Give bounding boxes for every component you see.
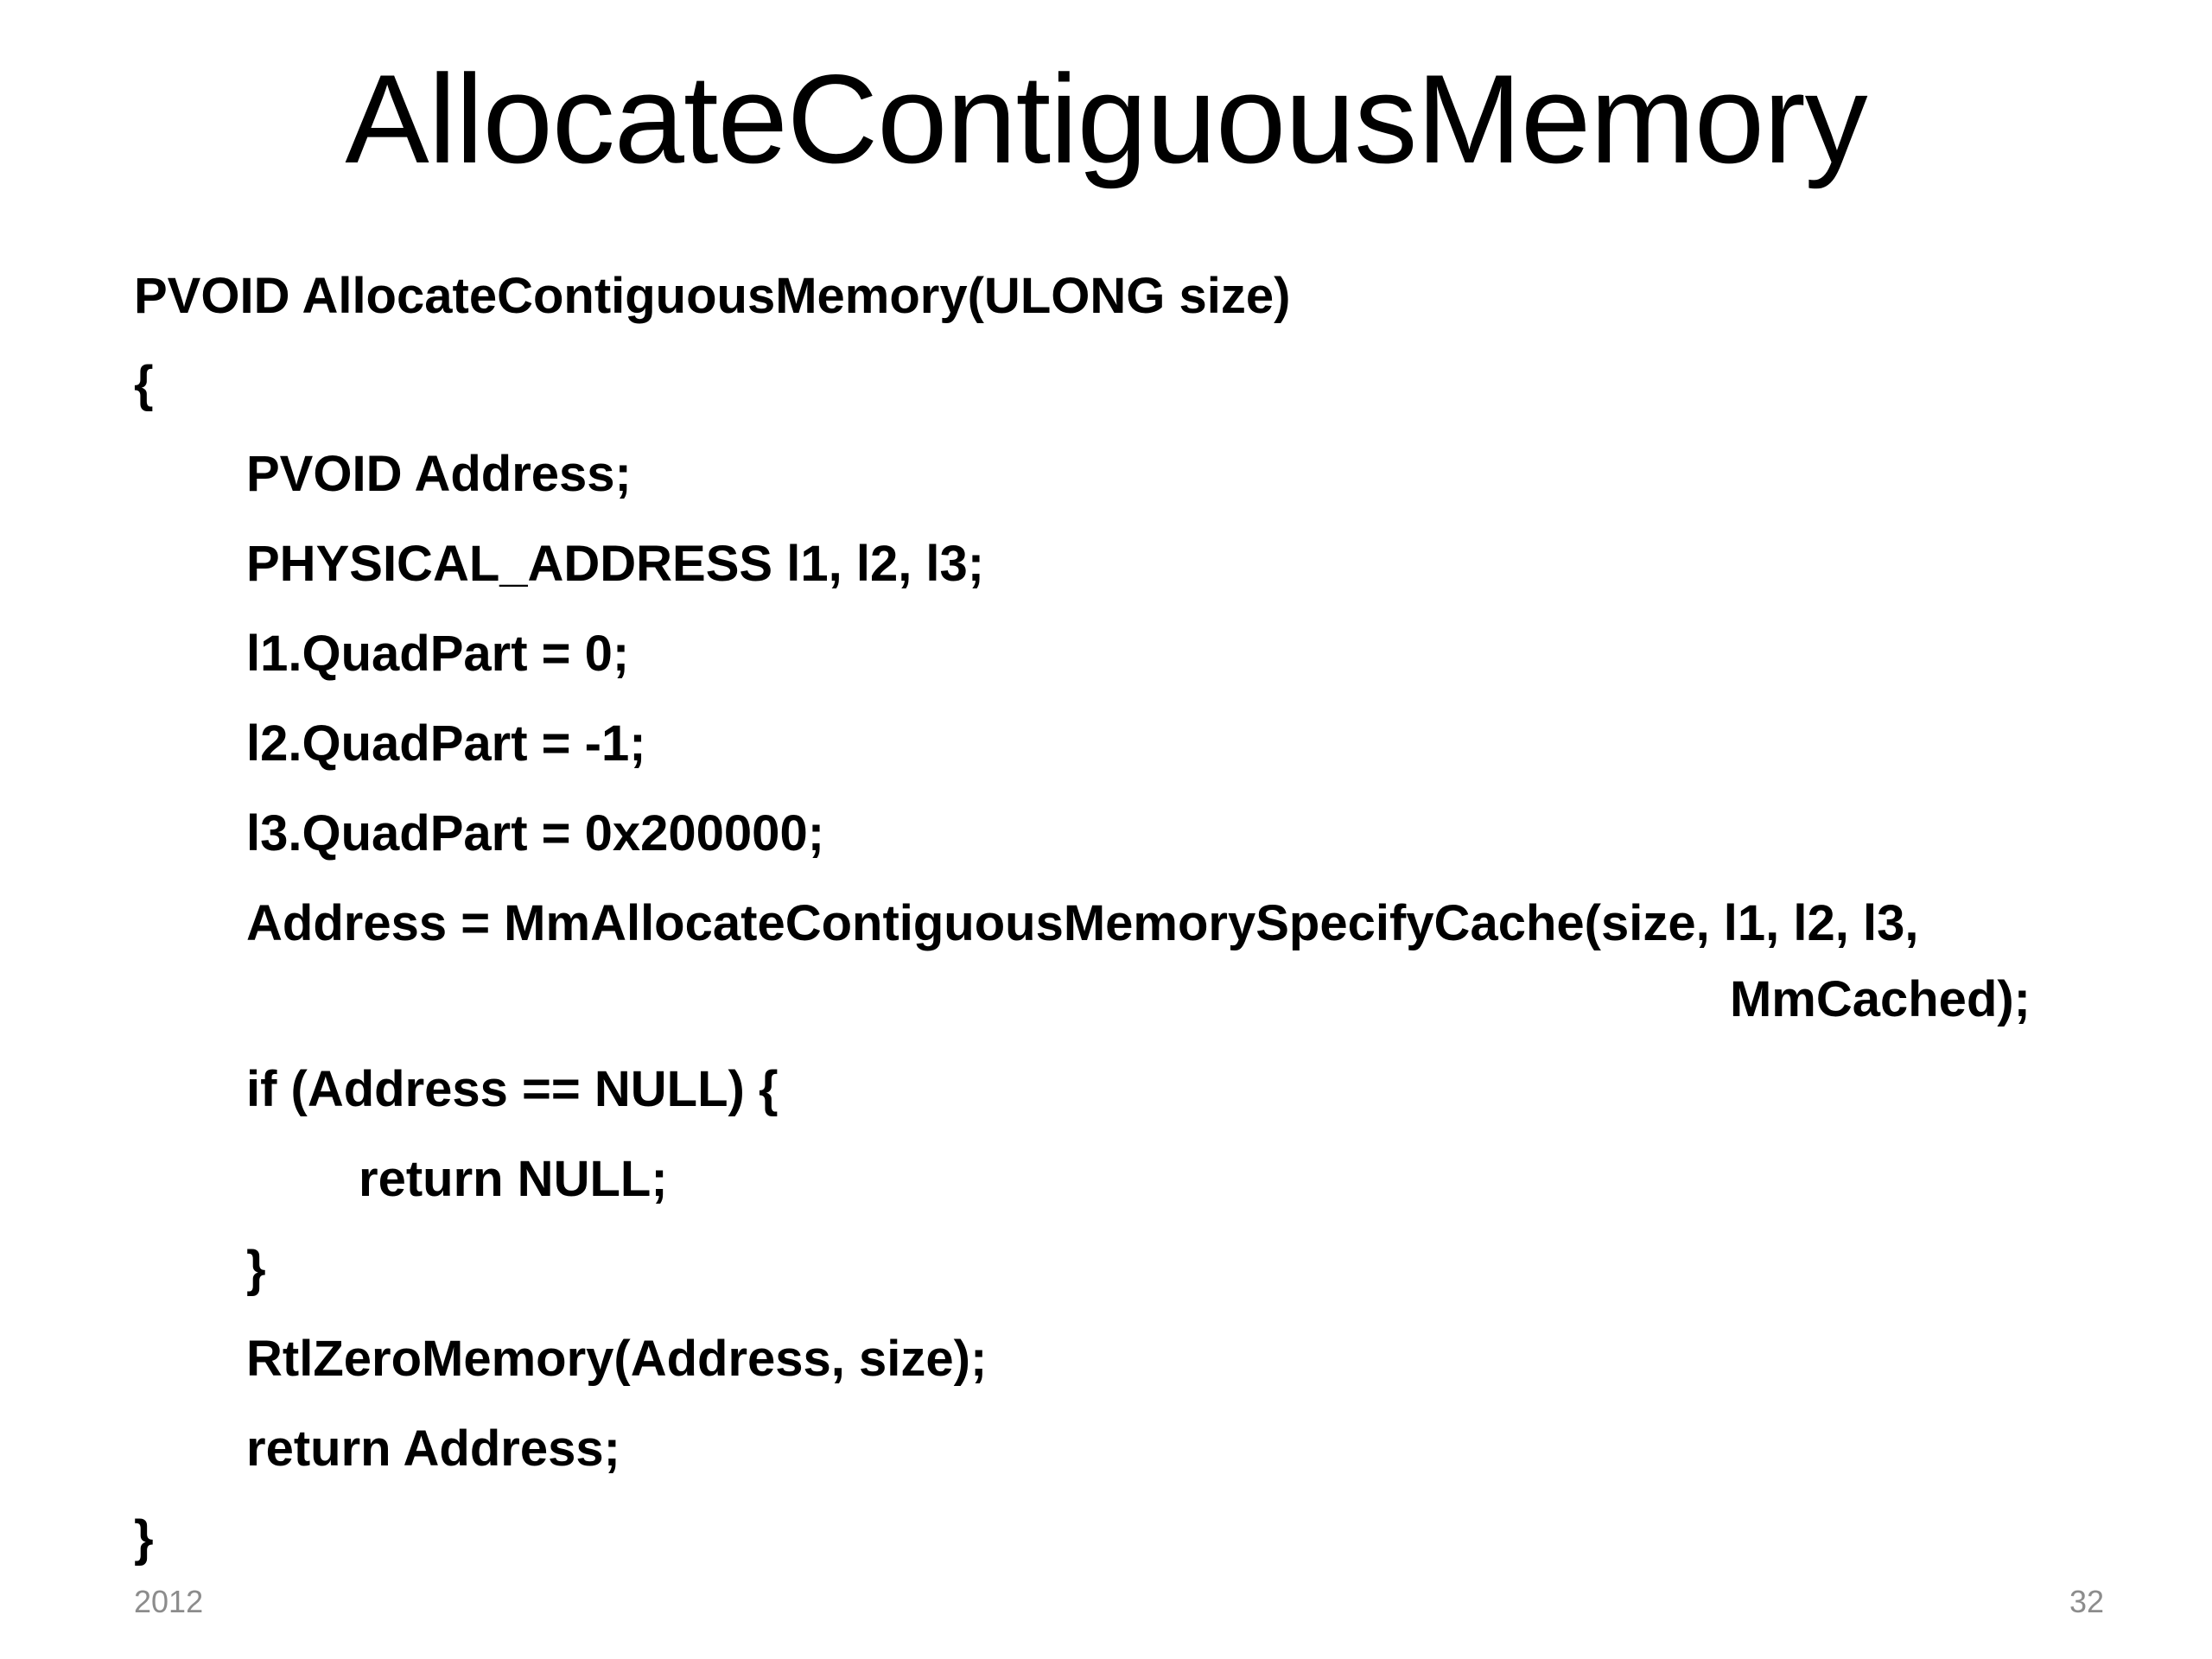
code-line-close-brace: } [134,1510,154,1567]
code-line-if-close-brace: } [246,1241,266,1297]
slide-number: 32 [2069,1584,2104,1619]
code-line-allocate-call-continuation: MmCached); [1729,971,2031,1027]
slide-title: AllocateContiguousMemory [345,48,1867,189]
code-line-zero-memory: RtlZeroMemory(Address, size); [246,1331,988,1387]
code-line-allocate-call: Address = MmAllocateContiguousMemorySpec… [246,895,1919,951]
footer-year: 2012 [134,1584,204,1619]
code-line-signature: PVOID AllocateContiguousMemory(ULONG siz… [134,268,1291,324]
code-line-open-brace: { [134,356,154,412]
code-line-if-null: if (Address == NULL) { [246,1061,779,1117]
code-line-l2-assign: l2.QuadPart = -1; [246,715,646,772]
code-line-physical-address-decl: PHYSICAL_ADDRESS l1, l2, l3; [246,536,985,592]
code-line-return-null: return NULL; [359,1151,668,1207]
code-line-return-address: return Address; [246,1421,620,1477]
code-line-l3-assign: l3.QuadPart = 0x200000; [246,805,825,861]
code-line-address-decl: PVOID Address; [246,446,632,502]
code-line-l1-assign: l1.QuadPart = 0; [246,626,630,682]
